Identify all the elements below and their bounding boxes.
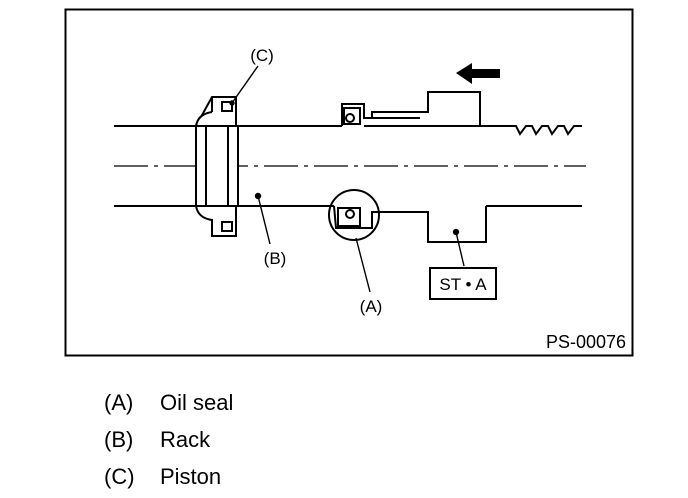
callout-c: (C) [250, 46, 274, 65]
oil-seal-detail-circle [328, 189, 380, 241]
legend-key: (A) [104, 389, 134, 415]
legend-row-a: (A) Oil seal [104, 384, 233, 421]
rack-piston-diagram: (C) (B) (A) ST • A PS-00076 [64, 8, 634, 357]
figure-frame [64, 8, 634, 357]
tool-label: ST • A [439, 275, 487, 294]
rack-teeth [510, 125, 582, 136]
figure-code: PS-00076 [546, 332, 626, 352]
legend-text: Rack [160, 426, 211, 452]
legend-key: (C) [104, 463, 135, 489]
leader-lines [229, 65, 465, 293]
upper-seal-tool [341, 91, 500, 127]
callout-a: (A) [360, 297, 383, 316]
legend-text: Oil seal [160, 389, 234, 415]
callout-b: (B) [264, 249, 287, 268]
legend-text: Piston [160, 463, 222, 489]
lower-seal-tool [333, 205, 487, 243]
direction-arrow-icon [456, 63, 500, 84]
rack-shaft [114, 125, 582, 207]
legend-row-c: (C) Piston [104, 458, 233, 495]
legend-key: (B) [104, 426, 134, 452]
legend-row-b: (B) Rack [104, 421, 233, 458]
tool-label-box [429, 267, 497, 300]
piston [194, 96, 239, 237]
legend: (A) Oil seal (B) Rack (C) Piston [104, 384, 233, 495]
